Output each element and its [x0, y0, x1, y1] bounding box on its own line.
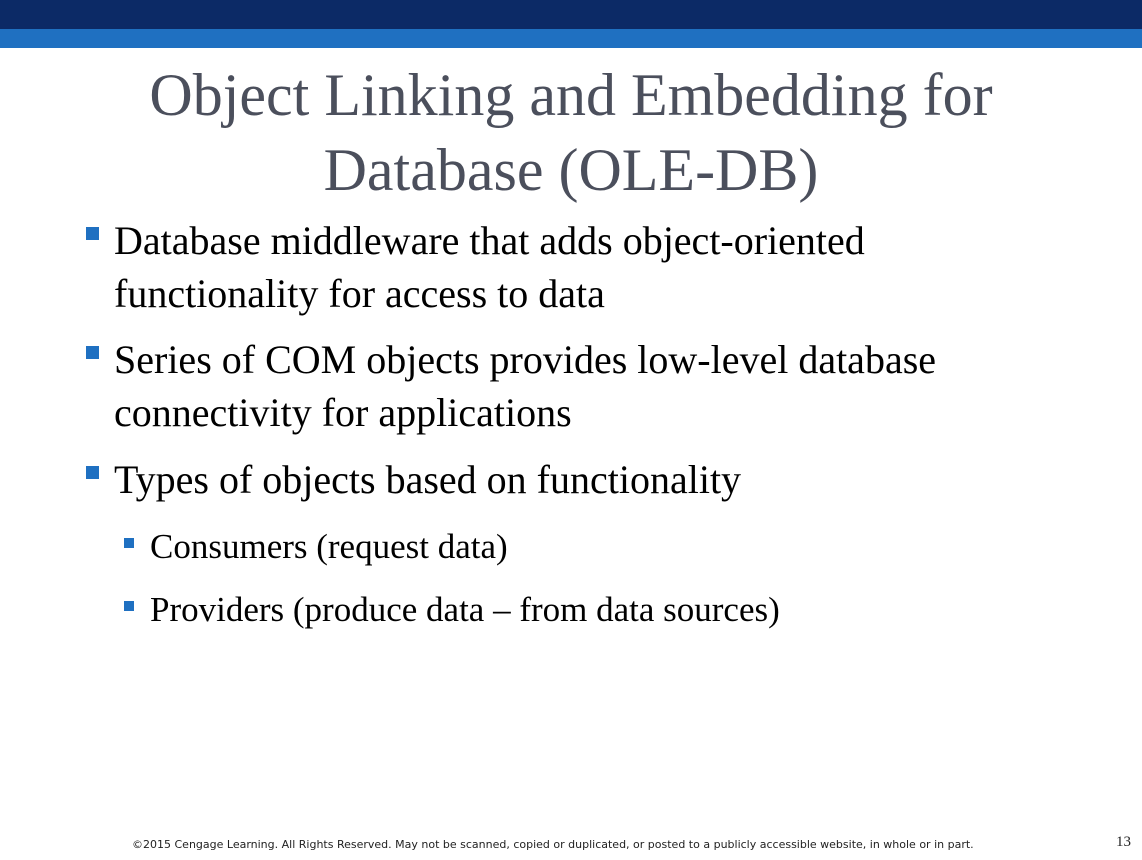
- bullet-item: Types of objects based on functionality: [86, 453, 1086, 506]
- sub-bullet-text: Consumers (request data): [150, 527, 508, 566]
- header-band-light: [0, 29, 1142, 48]
- bullet-text-line-1: Types of objects based on functionality: [114, 457, 742, 502]
- bullet-item: Database middleware that adds object-ori…: [86, 214, 1086, 320]
- sub-bullet-item: Providers (produce data – from data sour…: [124, 587, 1024, 632]
- bullet-text-line-1: Series of COM objects provides low-level…: [114, 337, 937, 382]
- sub-bullet-text: Providers (produce data – from data sour…: [150, 590, 780, 629]
- sub-bullet-item: Consumers (request data): [124, 524, 1024, 569]
- slide-title-line-1: Object Linking and Embedding for: [149, 62, 993, 128]
- bullet-text-line-2: connectivity for applications: [114, 390, 572, 435]
- square-bullet-icon: [86, 466, 99, 479]
- square-bullet-icon: [86, 227, 99, 240]
- bullet-item: Series of COM objects provides low-level…: [86, 333, 1086, 439]
- slide-title: Object Linking and Embedding for Databas…: [0, 58, 1142, 208]
- page-number: 13: [1116, 834, 1131, 850]
- copyright-footer: ©2015 Cengage Learning. All Rights Reser…: [132, 838, 974, 851]
- slide-title-line-2: Database (OLE-DB): [323, 137, 819, 203]
- header-band-dark: [0, 0, 1142, 29]
- square-bullet-icon: [124, 538, 134, 548]
- bullet-text-line-2: functionality for access to data: [114, 271, 605, 316]
- square-bullet-icon: [86, 346, 99, 359]
- bullet-text-line-1: Database middleware that adds object-ori…: [114, 218, 865, 263]
- square-bullet-icon: [124, 601, 134, 611]
